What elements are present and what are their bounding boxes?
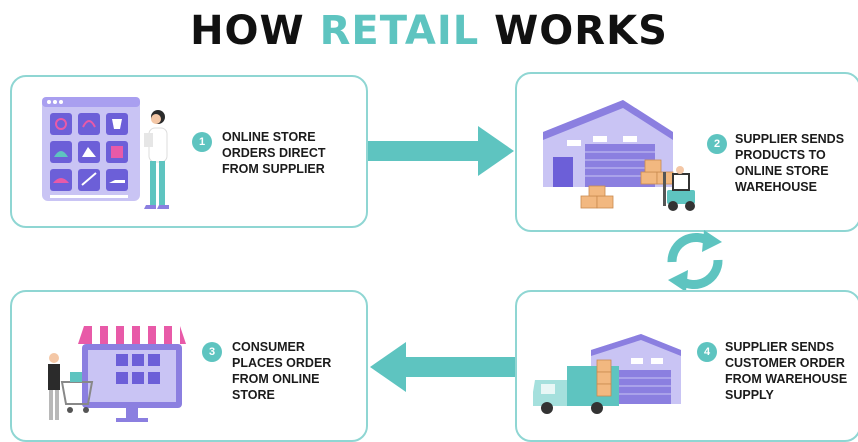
step-number-badge: 3 <box>202 342 222 362</box>
step-number-badge: 2 <box>707 134 727 154</box>
arrow-right-icon <box>368 126 514 176</box>
step-label: ONLINE STORE ORDERS DIRECT FROM SUPPLIER <box>222 130 326 176</box>
step-card-2: 2 SUPPLIER SENDS PRODUCTS TO ONLINE STOR… <box>515 72 858 232</box>
refresh-cycle-icon <box>667 230 723 292</box>
warehouse-forklift-icon <box>543 100 695 211</box>
page-title: HOW RETAIL WORKS <box>0 8 858 54</box>
step-card-4: 4 SUPPLIER SENDS CUSTOMER ORDER FROM WAR… <box>515 290 858 442</box>
arrow-left-icon <box>370 342 516 392</box>
step-number-badge: 4 <box>697 342 717 362</box>
step-card-1: 1 ONLINE STORE ORDERS DIRECT FROM SUPPLI… <box>10 75 368 228</box>
step-label: SUPPLIER SENDS PRODUCTS TO ONLINE STORE … <box>735 132 845 194</box>
title-part-1: HOW <box>190 8 320 54</box>
online-store-tablet-icon <box>42 97 169 209</box>
step-label: SUPPLIER SENDS CUSTOMER ORDER FROM WAREH… <box>725 340 848 402</box>
step-number-badge: 1 <box>192 132 212 152</box>
step-card-3: 3 CONSUMER PLACES ORDER FROM ONLINE STOR… <box>10 290 368 442</box>
warehouse-truck-icon <box>533 334 681 414</box>
title-accent: RETAIL <box>319 8 480 54</box>
store-monitor-shopper-icon <box>48 326 186 422</box>
step-label: CONSUMER PLACES ORDER FROM ONLINE STORE <box>232 340 332 402</box>
title-part-2: WORKS <box>479 8 668 54</box>
